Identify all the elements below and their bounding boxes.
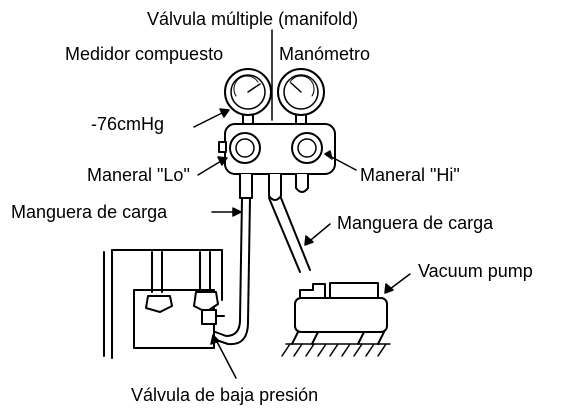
ground-hatch-icon	[281, 343, 391, 357]
compound-gauge-label: Medidor compuesto	[65, 44, 224, 64]
manifold-fittings	[239, 173, 309, 201]
charge-hose-left-label: Manguera de carga	[11, 202, 168, 222]
manifold-body-icon	[218, 123, 336, 175]
pressure-gauge-label: Manómetro	[279, 44, 371, 64]
low-pressure-valve-icon	[145, 291, 225, 325]
vacuum-reading-label: -76cmHg	[91, 114, 165, 134]
compound-gauge-icon	[224, 68, 272, 126]
vacuum-pump-icon	[291, 282, 388, 345]
left-charge-hose	[209, 197, 251, 346]
lo-handle-label: Maneral "Lo"	[87, 165, 190, 185]
hi-handle-label: Maneral "Hi"	[360, 165, 460, 185]
charge-hose-right-label: Manguera de carga	[337, 213, 494, 233]
vacuum-pump-label: Vacuum pump	[418, 261, 533, 281]
pressure-gauge-icon	[277, 68, 325, 126]
manifold-label: Válvula múltiple (manifold)	[147, 9, 359, 29]
right-charge-hose	[268, 197, 311, 273]
low-pressure-valve-label: Válvula de baja presión	[131, 385, 319, 405]
leader-arrows	[193, 108, 411, 379]
